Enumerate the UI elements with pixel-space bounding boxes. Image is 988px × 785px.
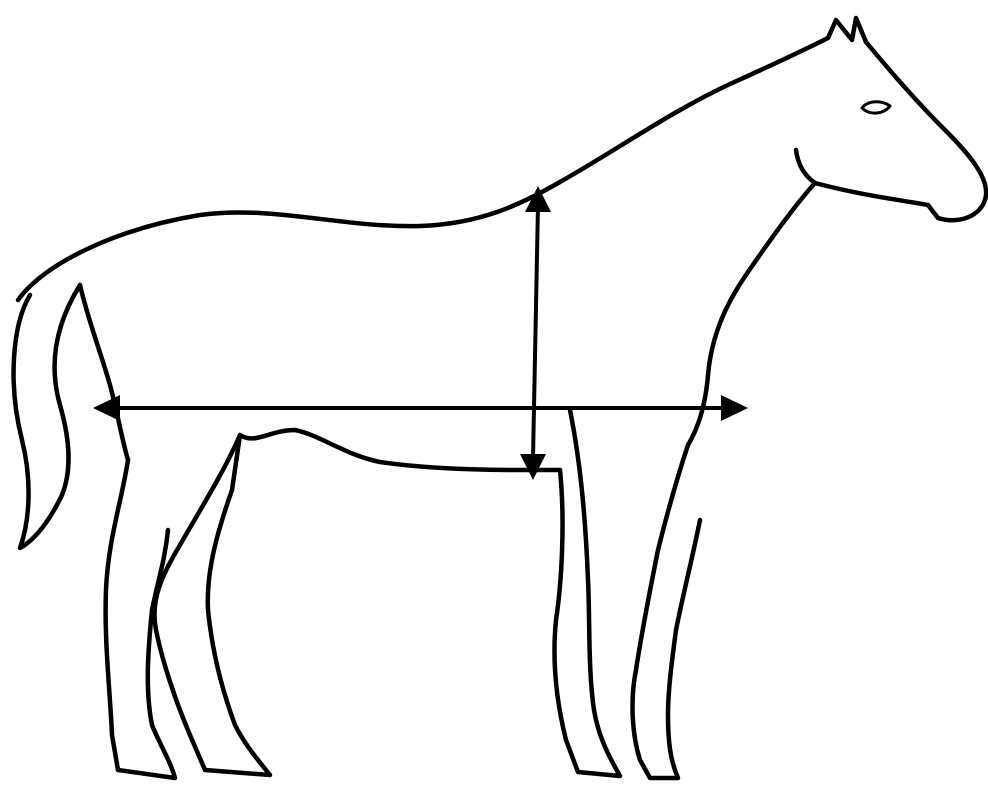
horse-outline [14, 18, 987, 778]
horse-belly [240, 430, 560, 470]
horse-foreleg-near [554, 410, 620, 776]
vertical-arrow-head-bottom [520, 454, 546, 480]
horizontal-arrow-head-left [93, 395, 120, 421]
horse-hind-leg-near [154, 435, 270, 775]
horse-eye [862, 102, 890, 113]
horse-tail [14, 285, 80, 548]
vertical-arrow-shaft [533, 205, 538, 458]
horse-topline [18, 18, 866, 300]
vertical-measurement-arrow [520, 186, 551, 480]
horizontal-measurement-arrow [93, 395, 748, 421]
horse-foreleg-far [633, 445, 700, 778]
horizontal-arrow-head-right [721, 395, 748, 421]
horse-hindquarter [80, 285, 128, 460]
horse-throat-chest [688, 183, 815, 445]
horse-head [796, 42, 986, 220]
horse-hind-leg-far [106, 460, 175, 778]
